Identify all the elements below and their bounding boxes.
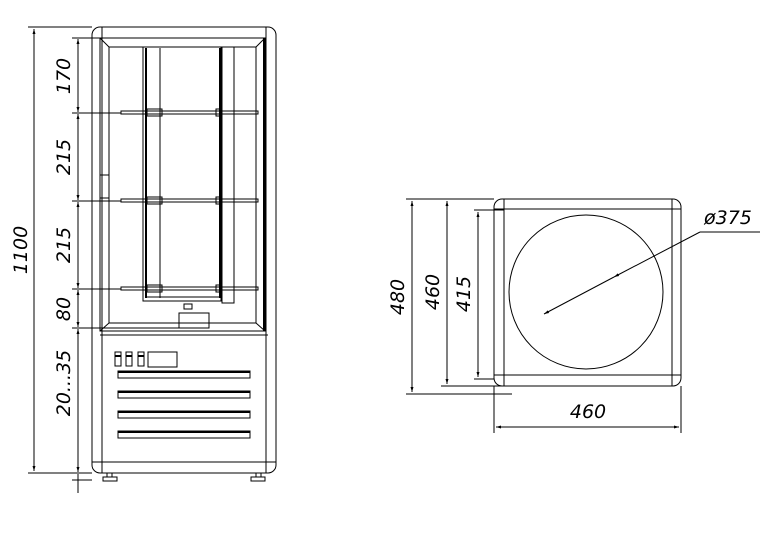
vents (117, 370, 251, 439)
top-dimensions: ø375 480 460 415 460 (387, 198, 760, 433)
dim-overall-height: 1100 (10, 226, 32, 274)
dim-top-gap: 170 (53, 58, 75, 94)
dim-bottom-gap: 80 (53, 297, 75, 321)
top-view: ø375 480 460 415 460 (387, 198, 760, 433)
foot (102, 476, 118, 482)
shelf (120, 286, 259, 291)
shelves (120, 108, 259, 293)
dim-depth-inner: 415 (453, 276, 475, 312)
dim-depth-overall: 480 (387, 279, 409, 315)
shelf (120, 110, 259, 115)
front-view: 1100 170 215 215 80 20...35 (10, 26, 277, 493)
display (147, 351, 178, 368)
dim-width: 460 (570, 401, 606, 423)
cabinet-body-outline (91, 26, 277, 474)
dim-shelf-gap-1: 215 (53, 139, 75, 175)
shelf (120, 198, 259, 203)
switch (114, 351, 122, 367)
front-dimensions: 1100 170 215 215 80 20...35 (10, 26, 179, 493)
dim-depth-body: 460 (422, 274, 444, 310)
round-shelf (508, 214, 664, 370)
top-outline (493, 198, 682, 387)
dim-foot-adjust: 20...35 (53, 350, 75, 416)
switch (137, 351, 145, 367)
switch (125, 351, 133, 367)
feet (102, 472, 266, 482)
turntable-motor (178, 312, 210, 329)
foot (250, 476, 266, 482)
rotating-shelf-column (142, 46, 235, 329)
dim-shelf-gap-2: 215 (53, 227, 75, 263)
dim-shelf-diameter: ø375 (703, 207, 752, 229)
control-panel (114, 351, 178, 368)
